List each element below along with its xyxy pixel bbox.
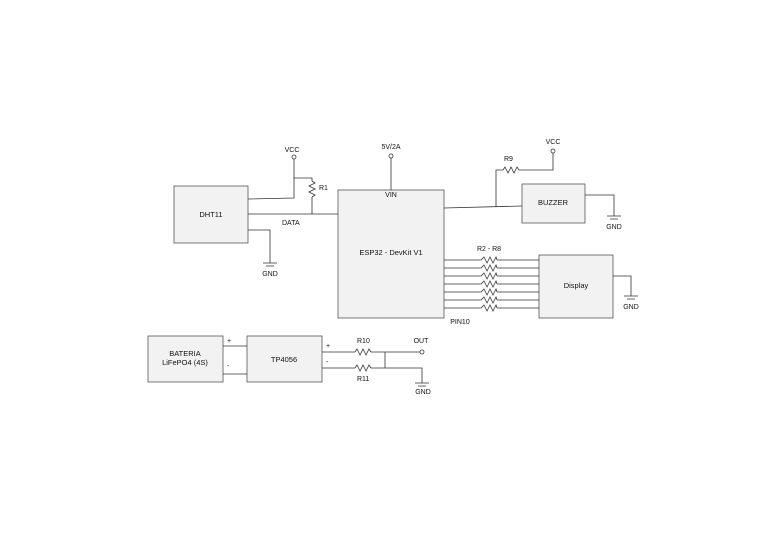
dht-vcc-label: VCC: [285, 147, 300, 154]
r1-label: R1: [319, 185, 328, 192]
r1-resistor: [308, 180, 316, 198]
out-label: OUT: [414, 338, 430, 345]
r9-label: R9: [504, 156, 513, 163]
esp32-block: [337, 189, 445, 319]
bus-resistor-4: [480, 279, 498, 288]
r9-left-wire: [495, 169, 503, 207]
tp-plus-label: +: [326, 343, 330, 350]
buzzer-vcc-terminal: [550, 148, 556, 154]
display-label: Display: [564, 281, 589, 290]
buzzer-gnd-wire: [585, 194, 615, 216]
r11-right-wire: [371, 367, 423, 383]
bus-resistor-3: [480, 271, 498, 280]
buzzer-vcc-label: VCC: [546, 139, 561, 146]
display-gnd-wire: [613, 275, 632, 296]
battery-block: [147, 335, 224, 383]
r2-r8-label: R2 - R8: [477, 246, 501, 253]
data-label: DATA: [282, 220, 300, 227]
pin10-label: PIN10: [450, 319, 470, 326]
dht-vcc-wire: [247, 159, 295, 200]
r11-label: R11: [357, 376, 369, 383]
supply-label: 5V/2A: [381, 144, 400, 151]
buzzer-block: [521, 183, 586, 224]
buzzer-signal-wire: [443, 205, 523, 209]
battery-plus-label: +: [227, 338, 231, 345]
esp32-label: ESP32 - DevKit V1: [359, 248, 422, 257]
out-ground-symbol: [415, 382, 429, 387]
dht-ground-symbol: [263, 262, 277, 267]
r1-top-wire: [294, 177, 313, 181]
r10-resistor: [354, 348, 372, 356]
dht-gnd-wire: [248, 229, 271, 263]
buzzer-label: BUZZER: [538, 198, 569, 207]
display-gnd-label: GND: [623, 304, 639, 311]
display-block: [538, 254, 614, 319]
bus-resistor-1: [480, 255, 498, 264]
r9-right-wire: [519, 153, 554, 171]
display-ground-symbol: [624, 295, 638, 300]
out-gnd-label: GND: [415, 389, 431, 396]
battery-label-line1: BATERIA: [169, 349, 201, 358]
out-terminal: [419, 349, 425, 355]
bus-resistor-2: [480, 263, 498, 272]
buzzer-gnd-label: GND: [606, 224, 622, 231]
vin-label: VIN: [385, 192, 397, 199]
r11-resistor: [354, 364, 372, 372]
supply-terminal: [388, 153, 394, 159]
dht11-label: DHT11: [199, 210, 222, 219]
bus-resistor-6: [480, 295, 498, 304]
tp4056-block: [246, 335, 323, 383]
bus-resistor-5: [480, 287, 498, 296]
r9-resistor: [502, 166, 520, 174]
dht11-block: [173, 185, 249, 244]
buzzer-ground-symbol: [607, 215, 621, 220]
tp-minus-label: -: [326, 359, 329, 366]
dht-gnd-label: GND: [262, 271, 278, 278]
tp4056-label: TP4056: [271, 355, 297, 364]
battery-minus-label: -: [227, 363, 230, 370]
bus-resistor-7: [480, 303, 498, 312]
dht-vcc-terminal: [291, 154, 297, 160]
r10-label: R10: [357, 338, 370, 345]
battery-label-line2: LiFePO4 (4S): [162, 358, 208, 367]
